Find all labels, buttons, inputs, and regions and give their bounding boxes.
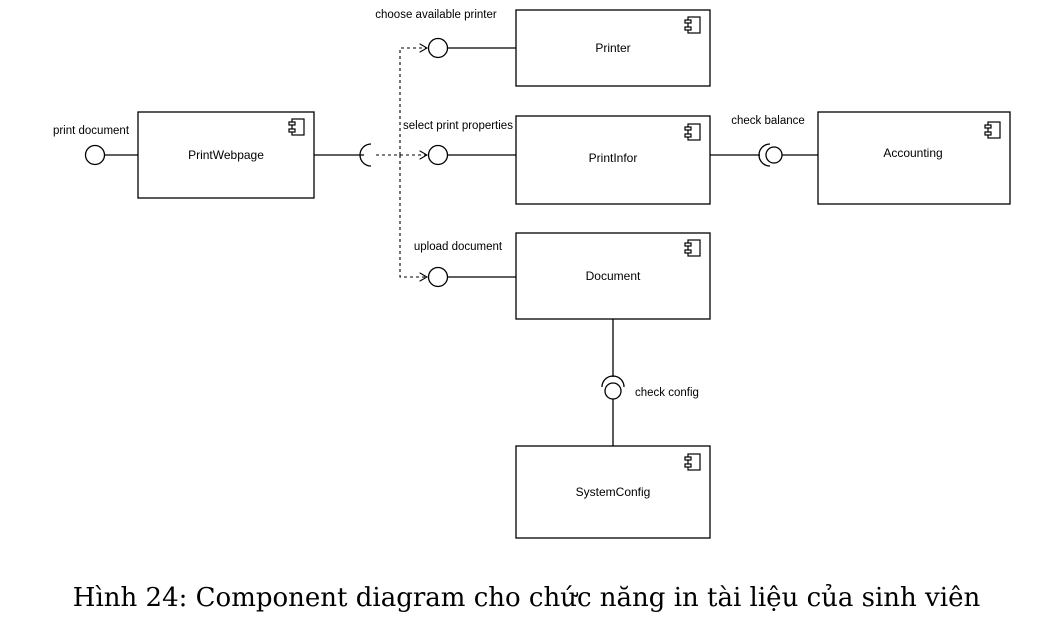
socket-icon [758, 143, 771, 167]
interface-choose-available-printer: choose available printer [375, 9, 516, 59]
interface-label-select-print-properties: select print properties [403, 120, 513, 132]
component-diagram: Printer PrintWebpage PrintInfor Accounti… [53, 9, 1011, 539]
component-systemconfig: SystemConfig [515, 445, 711, 539]
interface-check-config: check config [601, 319, 699, 446]
interface-upload-document: upload document [414, 241, 516, 288]
component-document: Document [515, 232, 711, 320]
component-label-document: Document [586, 269, 641, 283]
component-printwebpage: PrintWebpage [137, 111, 315, 199]
interface-label-check-balance: check balance [731, 115, 805, 127]
interface-label-check-config: check config [635, 387, 699, 399]
lollipop-icon [84, 144, 106, 166]
lollipop-icon [765, 146, 783, 164]
component-accounting: Accounting [817, 111, 1011, 205]
lollipop-icon [427, 37, 449, 59]
figure-caption: Hình 24: Component diagram cho chức năng… [72, 583, 981, 613]
interface-print-document: print document [53, 125, 138, 166]
component-printinfor: PrintInfor [515, 115, 711, 205]
lollipop-icon [427, 266, 449, 288]
lollipop-icon [427, 144, 449, 166]
socket-icon [601, 375, 625, 388]
component-label-accounting: Accounting [883, 146, 942, 160]
interface-check-balance: check balance [710, 115, 818, 167]
component-printer: Printer [515, 9, 711, 87]
component-label-printwebpage: PrintWebpage [188, 148, 264, 162]
socket-icon [359, 143, 372, 167]
printwebpage-required-interface [314, 143, 372, 167]
dependency-connectors [376, 48, 427, 277]
interface-select-print-properties: select print properties [403, 120, 516, 166]
component-label-printer: Printer [595, 41, 630, 55]
interface-label-upload-document: upload document [414, 241, 503, 253]
interface-label-print-document: print document [53, 125, 130, 137]
component-label-systemconfig: SystemConfig [576, 485, 651, 499]
interface-label-choose-available-printer: choose available printer [375, 9, 497, 21]
component-label-printinfor: PrintInfor [589, 151, 638, 165]
lollipop-icon [604, 382, 622, 400]
